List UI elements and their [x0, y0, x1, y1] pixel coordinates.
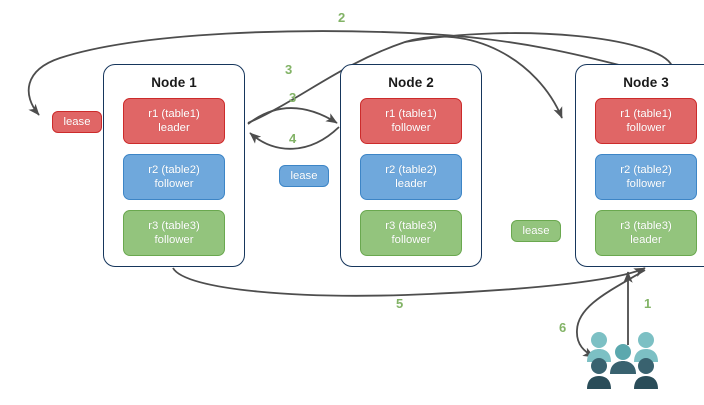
replica-node3-r2[interactable]: r2 (table2) follower	[595, 154, 697, 200]
replica-name: r1 (table1)	[385, 108, 437, 120]
replica-name: r3 (table3)	[385, 220, 437, 232]
replica-node3-r3[interactable]: r3 (table3) leader	[595, 210, 697, 256]
lease-badge-blue[interactable]: lease	[279, 165, 329, 187]
replica-node3-r1[interactable]: r1 (table1) follower	[595, 98, 697, 144]
edge-label-3-lower: 3	[289, 90, 297, 105]
replica-role: leader	[630, 234, 662, 246]
replica-name: r1 (table1)	[620, 108, 672, 120]
replica-node2-r3[interactable]: r3 (table3) follower	[360, 210, 462, 256]
replica-name: r3 (table3)	[148, 220, 200, 232]
clients-people-icon	[587, 332, 658, 389]
edge-5-path	[172, 267, 646, 297]
node-title-node1: Node 1	[151, 75, 197, 90]
replica-node1-r1[interactable]: r1 (table1) leader	[123, 98, 225, 144]
lease-badge-green[interactable]: lease	[511, 220, 561, 242]
replica-name: r1 (table1)	[148, 108, 200, 120]
replica-name: r3 (table3)	[620, 220, 672, 232]
replica-node2-r2[interactable]: r2 (table2) leader	[360, 154, 462, 200]
replica-node1-r3[interactable]: r3 (table3) follower	[123, 210, 225, 256]
edge-label-5: 5	[396, 296, 404, 311]
replica-role: follower	[626, 122, 666, 134]
edge-label-2: 2	[338, 10, 346, 25]
replica-role: follower	[626, 178, 666, 190]
edge-3-lower-path	[247, 107, 338, 125]
node-title-node3: Node 3	[623, 75, 669, 90]
replica-name: r2 (table2)	[620, 164, 672, 176]
lease-badge-red[interactable]: lease	[52, 111, 102, 133]
replica-role: leader	[158, 122, 190, 134]
edge-label-4: 4	[289, 131, 297, 146]
edge-label-3-upper: 3	[285, 62, 293, 77]
node-container-node2[interactable]: Node 2 r1 (table1) follower r2 (table2) …	[340, 64, 482, 267]
replica-role: leader	[395, 178, 427, 190]
replica-role: follower	[154, 234, 194, 246]
replica-node2-r1[interactable]: r1 (table1) follower	[360, 98, 462, 144]
edge-label-6: 6	[559, 320, 567, 335]
replica-name: r2 (table2)	[385, 164, 437, 176]
replica-role: follower	[391, 122, 431, 134]
replica-role: follower	[154, 178, 194, 190]
node-container-node3[interactable]: Node 3 r1 (table1) follower r2 (table2) …	[575, 64, 704, 267]
edge-label-1: 1	[644, 296, 652, 311]
replica-role: follower	[391, 234, 431, 246]
node-container-node1[interactable]: Node 1 r1 (table1) leader r2 (table2) fo…	[103, 64, 245, 267]
replica-node1-r2[interactable]: r2 (table2) follower	[123, 154, 225, 200]
replica-name: r2 (table2)	[148, 164, 200, 176]
node-title-node2: Node 2	[388, 75, 434, 90]
